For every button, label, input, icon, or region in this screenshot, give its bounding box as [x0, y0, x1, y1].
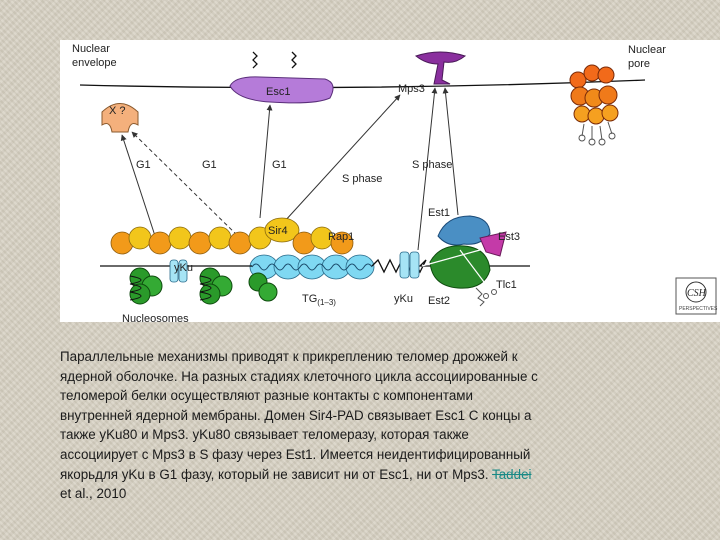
caption-line-4: внутренней ядерной мембраны. Домен Sir4-… — [60, 407, 532, 423]
caption-line-8: et al., 2010 — [60, 486, 127, 502]
est2-label: Est2 — [428, 295, 450, 307]
nuclear-pore-label-1: Nuclear — [628, 44, 666, 56]
nuclear-pore-complex — [569, 64, 619, 146]
nuclear-pore-label-2: pore — [628, 58, 650, 70]
s-phase-label-a: S phase — [342, 173, 382, 185]
est3-label: Est3 — [498, 231, 520, 243]
csh-perspectives-logo: CSH PERSPECTIVES — [675, 277, 718, 315]
nuclear-envelope-label-2: envelope — [72, 57, 117, 69]
nuclear-envelope-label-1: Nuclear — [72, 43, 110, 55]
x-unknown-protein: X ? — [101, 103, 139, 133]
caption-line-7-text: якорьдля yKu в G1 фазу, который не завис… — [60, 466, 493, 482]
telomere-anchoring-figure: Nuclear envelope Nuclear pore X ? Esc1 M… — [60, 40, 720, 322]
g1-label-a: G1 — [136, 159, 151, 171]
g1-label-b: G1 — [202, 159, 217, 171]
s-phase-label-b: S phase — [412, 159, 452, 171]
sir4-label: Sir4 — [268, 225, 288, 237]
rap1-label: Rap1 — [328, 231, 354, 243]
caption-line-1: Параллельные механизмы приводят к прикре… — [60, 349, 518, 364]
yku-right-label: yKu — [394, 293, 413, 305]
figure-caption: Параллельные механизмы приводят к прикре… — [60, 347, 640, 504]
nucleosomes — [129, 267, 278, 305]
g1-label-c: G1 — [272, 159, 287, 171]
caption-line-6: ассоциирует с Mps3 в S фазу через Est1. … — [60, 446, 531, 462]
caption-line-2: ядерной оболочке. На разных стадиях клет… — [60, 368, 538, 384]
yku-left-label: yKu — [174, 262, 193, 274]
yku-right: yKu — [394, 251, 420, 305]
rap1-protein-array — [249, 254, 375, 280]
caption-line-7: якорьдля yKu в G1 фазу, который не завис… — [60, 465, 640, 485]
tlc1-label: Tlc1 — [496, 279, 517, 291]
caption-line-3: теломерой белки осуществляют разные конт… — [60, 388, 473, 404]
mps3-protein: Mps3 — [398, 51, 467, 95]
esc1-protein: Esc1 — [229, 51, 334, 104]
x-unknown-label: X ? — [109, 105, 126, 117]
csh-logo-text: CSH — [687, 288, 707, 299]
tg-label: TG(1–3) — [302, 293, 336, 307]
yku-left: yKu — [169, 259, 193, 283]
citation-link[interactable]: Taddei — [492, 466, 532, 482]
mps3-label: Mps3 — [398, 83, 425, 95]
nuclear-envelope-line — [79, 79, 646, 89]
sir4-protein-cluster: Sir4 — [110, 217, 354, 255]
nucleosomes-label: Nucleosomes — [122, 313, 189, 322]
telomerase-complex — [421, 215, 507, 307]
interaction-arrows — [120, 87, 459, 251]
csh-logo-subtext: PERSPECTIVES — [679, 306, 718, 312]
caption-line-5: также yKu80 и Mps3. yKu80 связывает тело… — [60, 427, 469, 443]
esc1-label: Esc1 — [266, 86, 290, 98]
est1-label: Est1 — [428, 207, 450, 219]
